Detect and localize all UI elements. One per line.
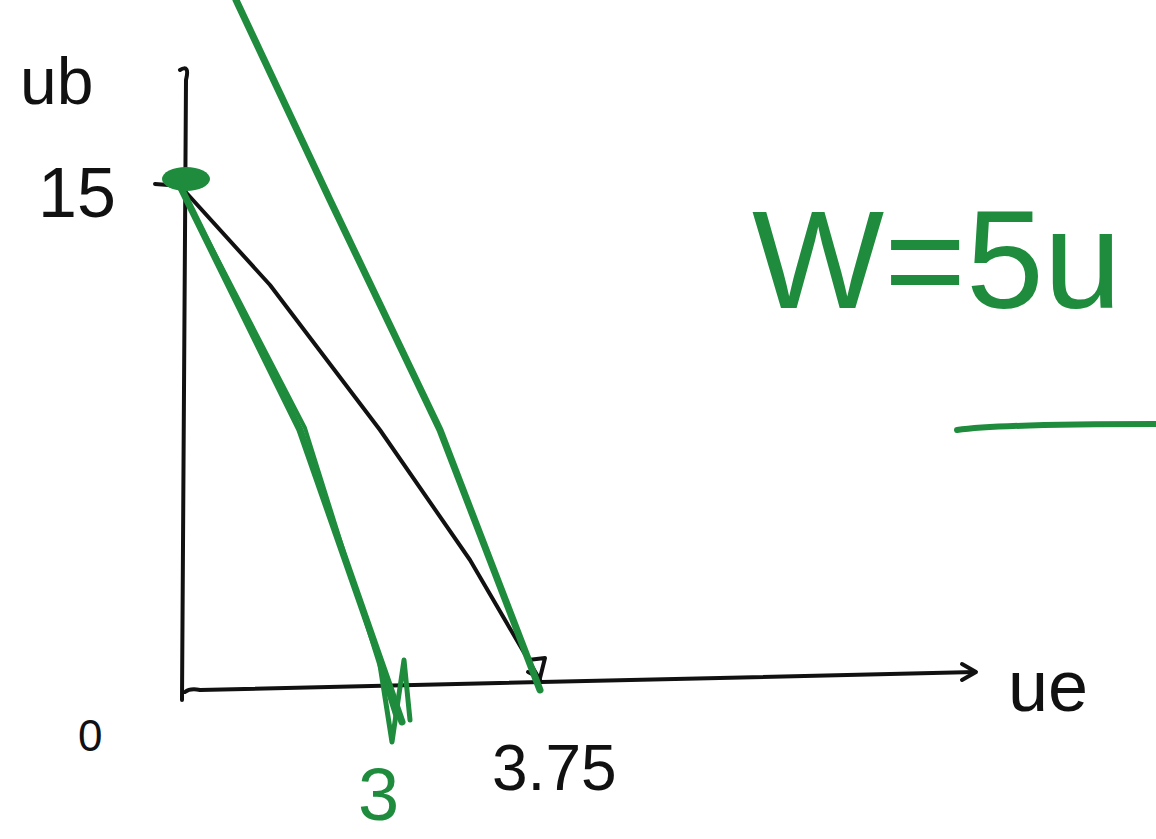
green-underline: [957, 424, 1156, 430]
vertical-axis: [180, 68, 187, 700]
green-tick: [380, 660, 410, 742]
horizontal-axis: [185, 672, 975, 692]
green-line: [236, 0, 540, 690]
origin-label: 0: [78, 714, 102, 758]
green-line: [178, 182, 402, 722]
tick-value: 3: [358, 758, 399, 832]
axis-arrowhead: [962, 664, 976, 680]
axis-label: ue: [1008, 650, 1088, 722]
formula-label: W=5u: [752, 190, 1122, 330]
green-dot: [162, 167, 210, 191]
axis-label: ub: [20, 48, 93, 114]
tick-value: 3.75: [492, 736, 617, 800]
tick-value: 15: [38, 158, 116, 228]
